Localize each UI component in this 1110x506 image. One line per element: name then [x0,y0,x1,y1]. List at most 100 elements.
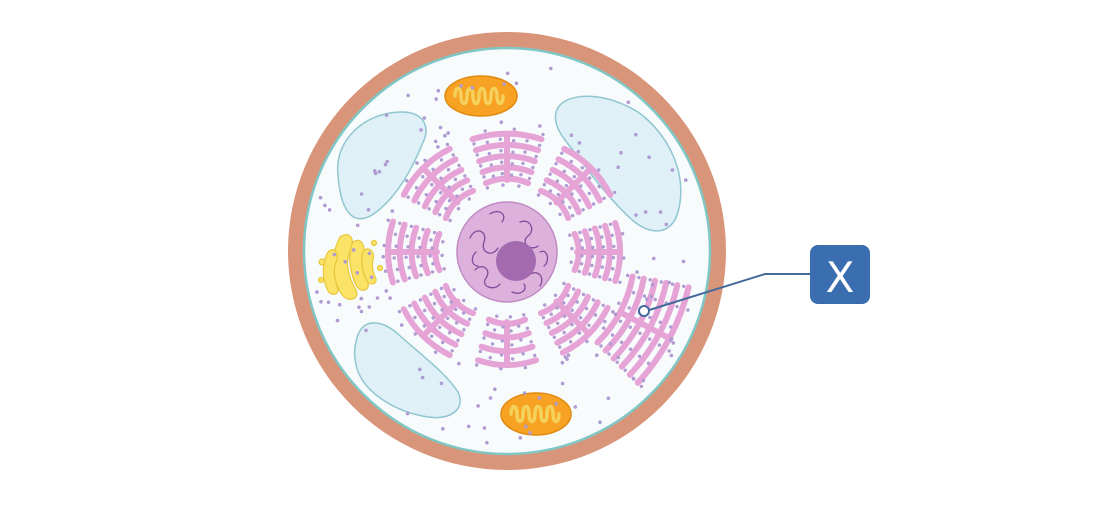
ribosome [562,314,567,318]
ribosome [439,176,443,180]
ribosome [455,194,459,198]
ribosome [393,232,398,236]
ribosome [409,224,414,229]
ribosome [414,186,419,190]
free-ribosome [315,290,319,294]
free-ribosome [357,305,361,310]
ribosome [468,184,473,189]
callout-label-box[interactable]: X [810,245,870,304]
ribosome [589,236,594,241]
free-ribosome [652,256,656,261]
free-ribosome [466,424,471,429]
free-ribosome [343,260,348,264]
ribosome [439,286,444,291]
ribosome [517,184,521,188]
free-ribosome [433,139,438,144]
free-ribosome [595,353,599,358]
ribosome [423,308,427,313]
free-ribosome [616,165,620,169]
ribosome [548,201,552,206]
ribosome [428,254,432,258]
ribosome [421,175,425,179]
leader-line [645,273,812,312]
ribosome [473,307,478,311]
ribosome [417,236,421,240]
ribosome [612,244,616,249]
ribosome [441,240,445,244]
ribosome [554,162,558,166]
ribosome [467,197,471,201]
ribosome [461,311,466,315]
free-ribosome [369,275,374,280]
free-ribosome [470,85,475,90]
ribosome [580,254,584,258]
ribosome [485,322,490,327]
ribosome [611,255,616,260]
ribosome [598,275,602,279]
callout-label-text: X [826,253,855,302]
ribosome [482,336,486,340]
free-ribosome [669,353,674,358]
er-spine [617,309,674,342]
vacuole-top-left [337,111,427,220]
ribosome [405,179,409,183]
ribosome [413,332,417,336]
free-ribosome [439,381,444,386]
ribosome [500,160,504,164]
ribosome [419,263,423,268]
ribosome [430,246,434,250]
ribosome [419,273,423,277]
ribosome [602,196,606,200]
ribosome [445,142,450,147]
ribosome [637,354,642,358]
ribosome [423,158,427,162]
free-ribosome [649,294,653,299]
free-ribosome [384,113,389,117]
ribosome [442,294,446,299]
ribosome [395,267,400,272]
vacuole-top-right [554,95,682,232]
free-ribosome [359,309,364,314]
free-ribosome [565,357,569,361]
free-ribosome [485,440,489,445]
ribosome [646,361,651,365]
ribosome [523,150,527,154]
ribosome [382,243,386,248]
ribosome [553,293,558,297]
ribosome [569,340,573,344]
ribosome [447,185,451,189]
ribosome [490,342,495,346]
ribosome [418,298,423,302]
free-ribosome [650,282,655,287]
ribosome [659,280,663,284]
ribosome [541,132,545,137]
ribosome [561,200,565,204]
ribosome [578,316,583,320]
ribosome [612,190,617,195]
ribosome [675,304,679,309]
ribosome [670,282,675,286]
ribosome [478,349,482,354]
free-ribosome [634,213,638,217]
ribosome [475,363,479,367]
ribosome [648,337,652,341]
ribosome [628,347,633,351]
ribosome [511,150,515,154]
ribosome [510,357,515,361]
ribosome [537,143,542,148]
er-spine [553,298,592,337]
free-ribosome [377,169,382,174]
ribosome [686,308,690,312]
free-ribosome [441,427,445,431]
ribosome [499,149,503,153]
free-ribosome [364,328,368,333]
ribosome [479,164,483,168]
free-ribosome [418,367,422,372]
ribosome [440,308,444,312]
ribosome [508,315,513,319]
ribosome [457,163,461,168]
ribosome [488,356,492,360]
ribosome [620,232,625,236]
ribosome [431,167,435,171]
